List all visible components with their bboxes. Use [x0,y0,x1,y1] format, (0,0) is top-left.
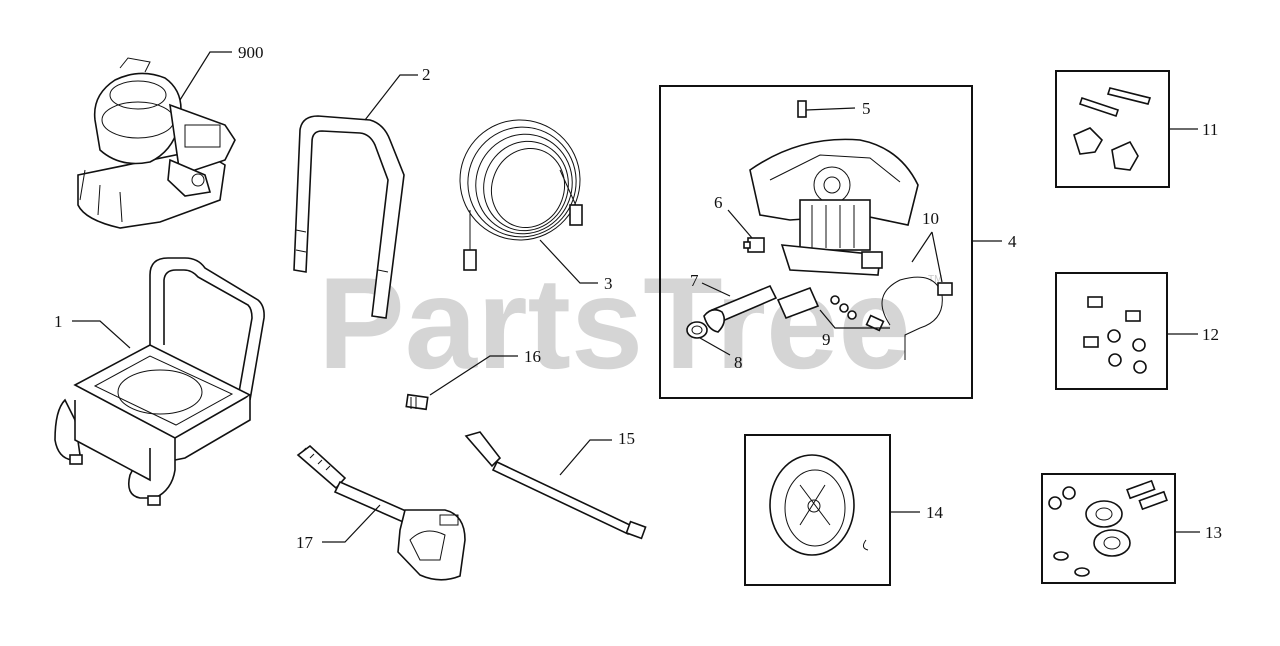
part-7-inlet[interactable] [703,284,820,333]
part-8-screen[interactable] [686,321,708,339]
callout-17[interactable]: 17 [296,533,314,552]
part-900-engine[interactable] [77,57,236,229]
part-4-pump[interactable] [749,138,919,276]
leader-5 [805,107,856,111]
part-6-valve[interactable] [743,237,765,253]
part-13-box[interactable] [1041,473,1176,584]
part-4-pump-box[interactable] [659,85,973,399]
callout-16[interactable]: 16 [524,347,541,366]
callout-2[interactable]: 2 [422,65,431,84]
callout-6[interactable]: 6 [714,193,723,212]
callout-13[interactable]: 13 [1205,523,1222,542]
part-2-handle[interactable] [293,115,405,319]
leader-8 [699,337,731,356]
callout-3[interactable]: 3 [604,274,613,293]
leader-15 [559,439,612,476]
part-13-hardware[interactable] [1048,479,1168,577]
callout-15[interactable]: 15 [618,429,635,448]
leader-7 [701,282,731,297]
leader-10 [911,231,943,283]
watermark-trademark: TM [928,274,942,285]
part-5-pin[interactable] [797,100,807,118]
part-17-gun[interactable] [296,444,466,581]
callout-7[interactable]: 7 [690,271,699,290]
callout-10[interactable]: 10 [922,209,939,228]
callout-900[interactable]: 900 [238,43,264,62]
part-16-nozzle[interactable] [405,393,429,411]
part-9-nozzle-kit[interactable] [830,295,885,332]
callout-5[interactable]: 5 [862,99,871,118]
part-15-wand[interactable] [464,431,647,540]
part-14-wheel[interactable] [769,454,869,556]
leader-6 [727,209,753,239]
callout-9[interactable]: 9 [822,330,831,349]
callout-12[interactable]: 12 [1202,325,1219,344]
leader-17 [322,504,381,543]
part-12-fasteners[interactable] [1083,296,1147,374]
leader-9 [819,309,890,329]
callout-1[interactable]: 1 [54,312,63,331]
part-10-hose-assembly[interactable] [881,276,953,360]
leader-16 [429,355,518,396]
part-1-frame[interactable] [54,257,265,506]
leader-3 [539,239,598,284]
part-14-box[interactable] [744,434,891,586]
callout-4[interactable]: 4 [1008,232,1017,251]
leader-900 [179,51,232,101]
part-11-bolts-knobs[interactable] [1073,87,1152,171]
callout-8[interactable]: 8 [734,353,743,372]
part-12-box[interactable] [1055,272,1168,390]
callout-14[interactable]: 14 [926,503,944,522]
leader-1 [72,320,131,349]
part-3-hose[interactable] [443,103,597,271]
leader-2 [364,74,418,121]
watermark: PartsTree [318,250,911,396]
callout-11[interactable]: 11 [1202,120,1218,139]
